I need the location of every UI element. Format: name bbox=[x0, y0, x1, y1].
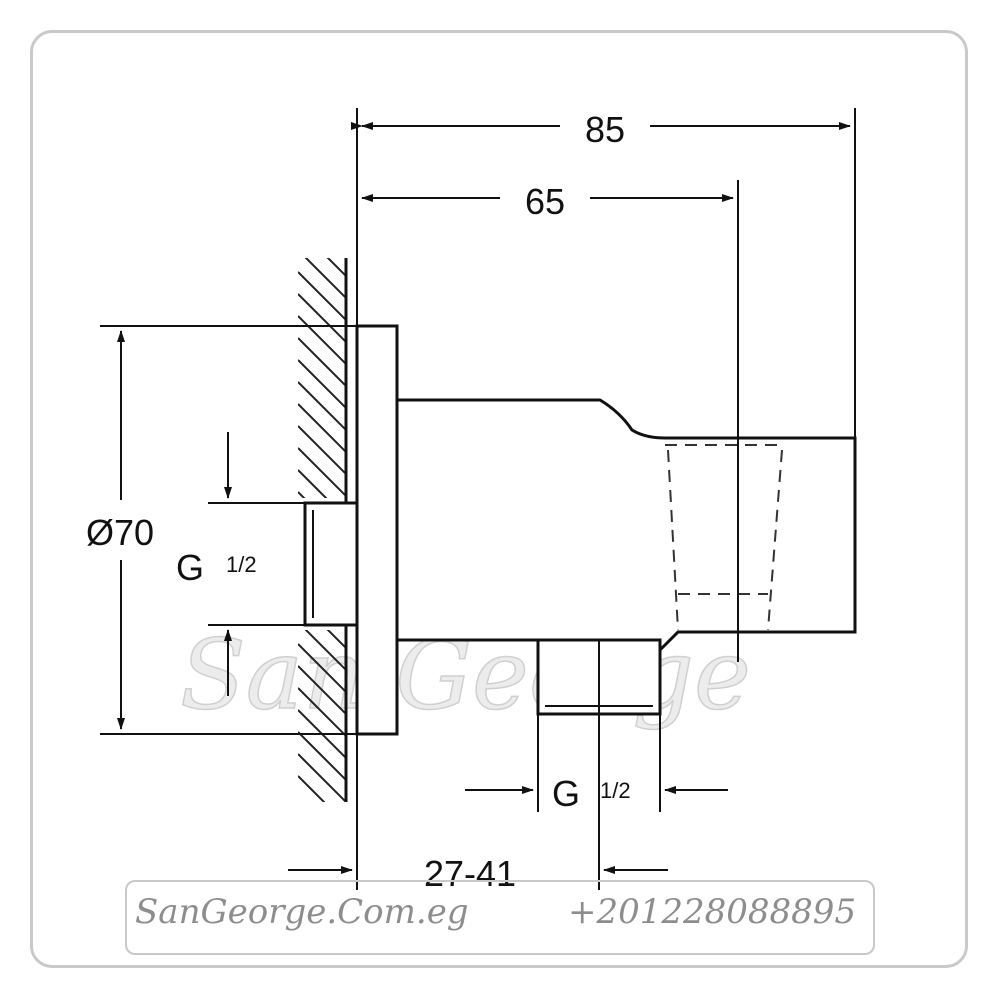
inlet-fitting bbox=[303, 501, 359, 627]
outer-frame bbox=[30, 30, 968, 968]
outlet-body bbox=[395, 398, 857, 662]
dimension-diameter-label: Ø70 bbox=[86, 512, 154, 553]
footer-phone: +201228088895 bbox=[568, 892, 857, 932]
inlet-thread-fraction: 1/2 bbox=[226, 552, 257, 577]
hidden-hand-shower-seat bbox=[665, 444, 785, 631]
wall-hatch-top bbox=[298, 258, 346, 498]
inlet-thread-label: G bbox=[176, 547, 204, 588]
outlet-thread-fraction: 1/2 bbox=[600, 778, 631, 803]
dimension-wall-depth-label: 27-41 bbox=[424, 853, 516, 894]
outlet-thread-label: G bbox=[552, 773, 580, 814]
footer-box bbox=[125, 880, 875, 955]
extension-lines bbox=[100, 108, 856, 890]
dimension-85-label: 85 bbox=[585, 109, 625, 150]
footer-website: SanGeorge.Com.eg bbox=[135, 892, 469, 932]
wall-plate bbox=[355, 324, 399, 736]
dimension-65-label: 65 bbox=[525, 181, 565, 222]
